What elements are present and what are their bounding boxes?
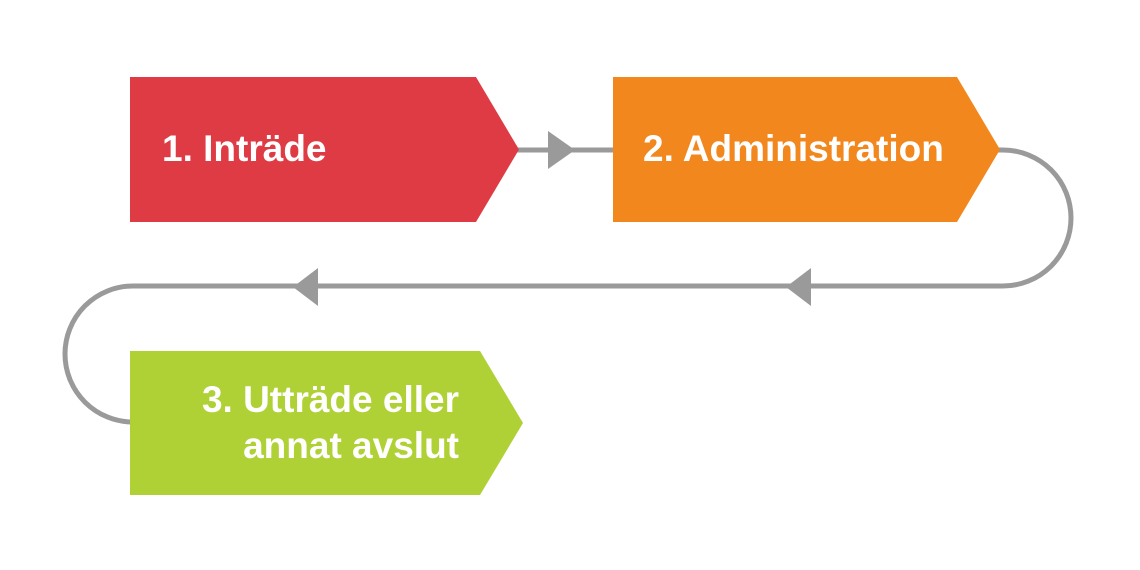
connector-loop-step2-step3 [62, 147, 1074, 425]
step-2-label: 2. Administration [643, 128, 944, 170]
arrowhead-left-icon [786, 268, 811, 306]
step-1-label: 1. Inträde [162, 128, 327, 170]
step-3-label: 3. Utträde eller annat avslut [130, 377, 459, 470]
arrowhead-left-icon [293, 268, 318, 306]
step-3-label-line-2: annat avslut [243, 425, 459, 466]
step-1-intrade: 1. Inträde [130, 77, 519, 222]
arrowhead-right-icon [548, 131, 575, 169]
step-3-uttrade: 3. Utträde eller annat avslut [130, 351, 523, 495]
step-2-administration: 2. Administration [613, 77, 1000, 222]
step-3-label-line-1: 3. Utträde eller [201, 378, 459, 420]
